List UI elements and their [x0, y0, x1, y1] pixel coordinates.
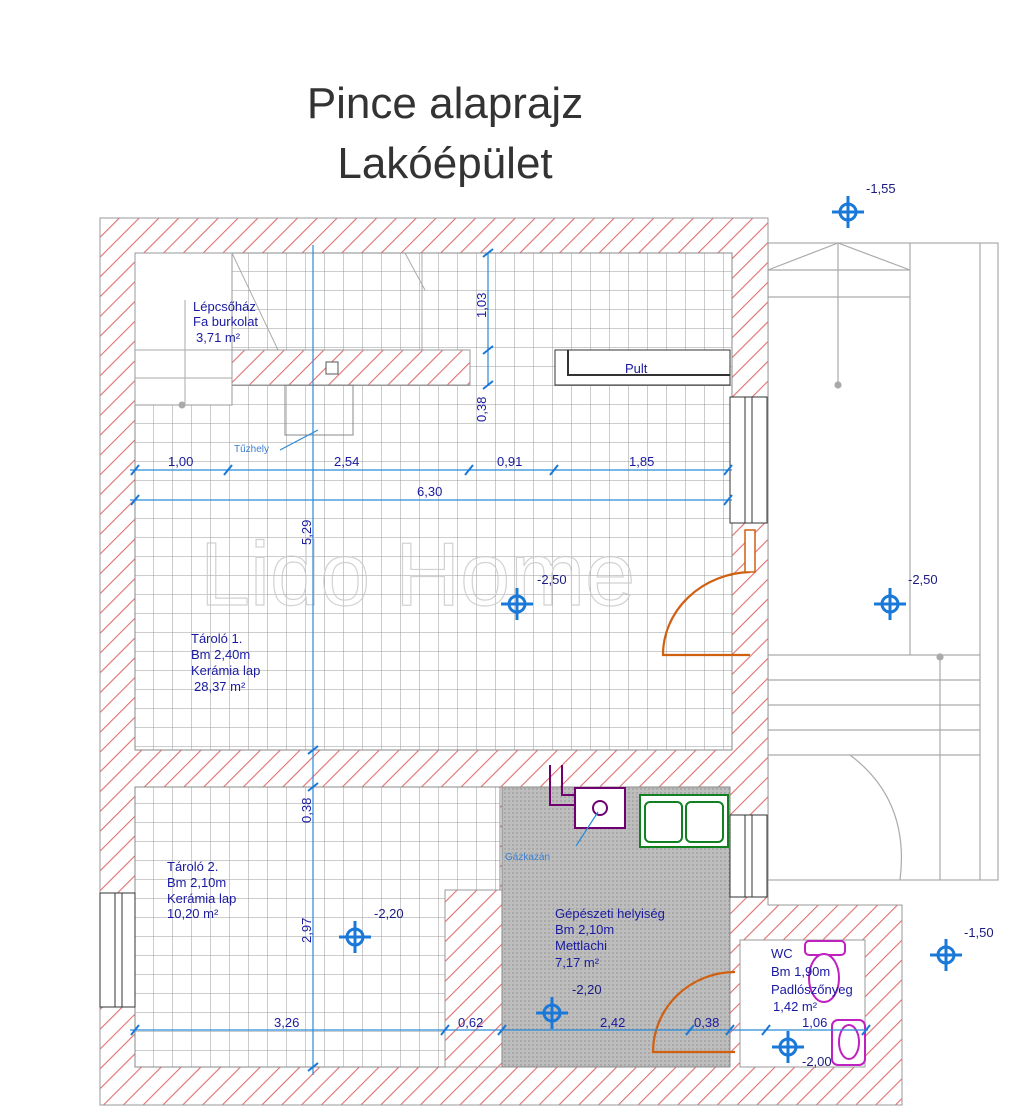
title-line-1: Pince alaprajz — [307, 79, 583, 128]
dim-top-2: 2,54 — [334, 454, 359, 469]
sink — [639, 794, 729, 848]
room-floor: Mettlachi — [555, 938, 607, 953]
watermark: Lido Home — [200, 525, 635, 625]
room-floor: Padlószőnyeg — [771, 982, 853, 997]
room-label-tarolo-1: Tároló 1. Bm 2,40m Kerámia lap 28,37 m² — [191, 631, 260, 694]
dim-top-3: 0,91 — [497, 454, 522, 469]
pult-label: Pult — [625, 361, 648, 376]
dim-vert-lower-1: 0,38 — [299, 798, 314, 823]
room-tarolo-2 — [134, 786, 501, 1068]
level-label: -2,20 — [374, 906, 404, 921]
gazkazan-label: Gázkazán — [505, 852, 550, 863]
room-label-tarolo-2: Tároló 2. Bm 2,10m Kerámia lap 10,20 m² — [167, 859, 236, 921]
wall-segment — [444, 889, 503, 1068]
room-label-lepcsohaz: Lépcsőház Fa burkolat 3,71 m² — [193, 299, 258, 345]
level-marker-icon — [928, 937, 964, 973]
chimney-icon — [325, 361, 339, 375]
room-label-wc: WC Bm 1,90m Padlószőnyeg 1,42 m² — [771, 946, 853, 1014]
wc-fixtures — [804, 940, 866, 1066]
internal-stair — [135, 252, 426, 409]
room-height: Bm 2,10m — [555, 922, 614, 937]
level-marker-icon — [830, 194, 866, 230]
room-height: Bm 1,90m — [771, 964, 830, 979]
room-area: 10,20 m² — [167, 906, 219, 921]
dim-total: 6,30 — [417, 484, 442, 499]
dim-top-4: 1,85 — [629, 454, 654, 469]
room-label-gepeszeti: Gépészeti helyiség Bm 2,10m Mettlachi 7,… — [555, 906, 665, 970]
room-area: 3,71 m² — [196, 330, 241, 345]
level-label: -2,50 — [537, 572, 567, 587]
room-area: 1,42 m² — [773, 999, 818, 1014]
level-label: -2,00 — [802, 1054, 832, 1069]
dimension-ticks — [130, 248, 871, 1072]
dim-bottom-4: 0,38 — [694, 1015, 719, 1030]
room-height: Bm 2,10m — [167, 875, 226, 890]
title-line-2: Lakóépület — [337, 139, 552, 188]
dim-vert-top-1: 1,03 — [474, 293, 489, 318]
room-floor: Fa burkolat — [193, 314, 258, 329]
room-name: WC — [771, 946, 793, 961]
room-name: Gépészeti helyiség — [555, 906, 665, 921]
dim-vert-main: 5,29 — [299, 520, 314, 545]
internal-wall — [231, 349, 471, 386]
doors — [651, 529, 756, 1054]
room-name: Lépcsőház — [193, 299, 256, 314]
dim-top-1: 1,00 — [168, 454, 193, 469]
level-label: -1,55 — [866, 181, 896, 196]
room-floor: Kerámia lap — [191, 663, 260, 678]
external-staircase — [767, 242, 999, 881]
dimension-lines — [130, 245, 868, 1075]
room-name: Tároló 1. — [191, 631, 242, 646]
room-area: 28,37 m² — [194, 679, 246, 694]
room-height: Bm 2,40m — [191, 647, 250, 662]
room-tarolo-1 — [134, 252, 733, 751]
windows — [99, 396, 768, 1008]
dim-bottom-5: 1,06 — [802, 1015, 827, 1030]
room-area: 7,17 m² — [555, 955, 600, 970]
dim-bottom-2: 0,62 — [458, 1015, 483, 1030]
level-label: -1,50 — [964, 925, 994, 940]
counter: Pult — [554, 349, 731, 386]
level-label: -2,20 — [572, 982, 602, 997]
tuzhely-label: Tűzhely — [234, 444, 269, 455]
boiler-icon — [549, 765, 626, 829]
dim-bottom-1: 3,26 — [274, 1015, 299, 1030]
dim-vert-top-2: 0,38 — [474, 397, 489, 422]
dim-vert-lower-2: 2,97 — [299, 918, 314, 943]
stove-outline — [284, 384, 354, 436]
room-name: Tároló 2. — [167, 859, 218, 874]
level-label: -2,50 — [908, 572, 938, 587]
dim-bottom-3: 2,42 — [600, 1015, 625, 1030]
room-floor: Kerámia lap — [167, 891, 236, 906]
room-lepcsohaz — [134, 252, 233, 406]
